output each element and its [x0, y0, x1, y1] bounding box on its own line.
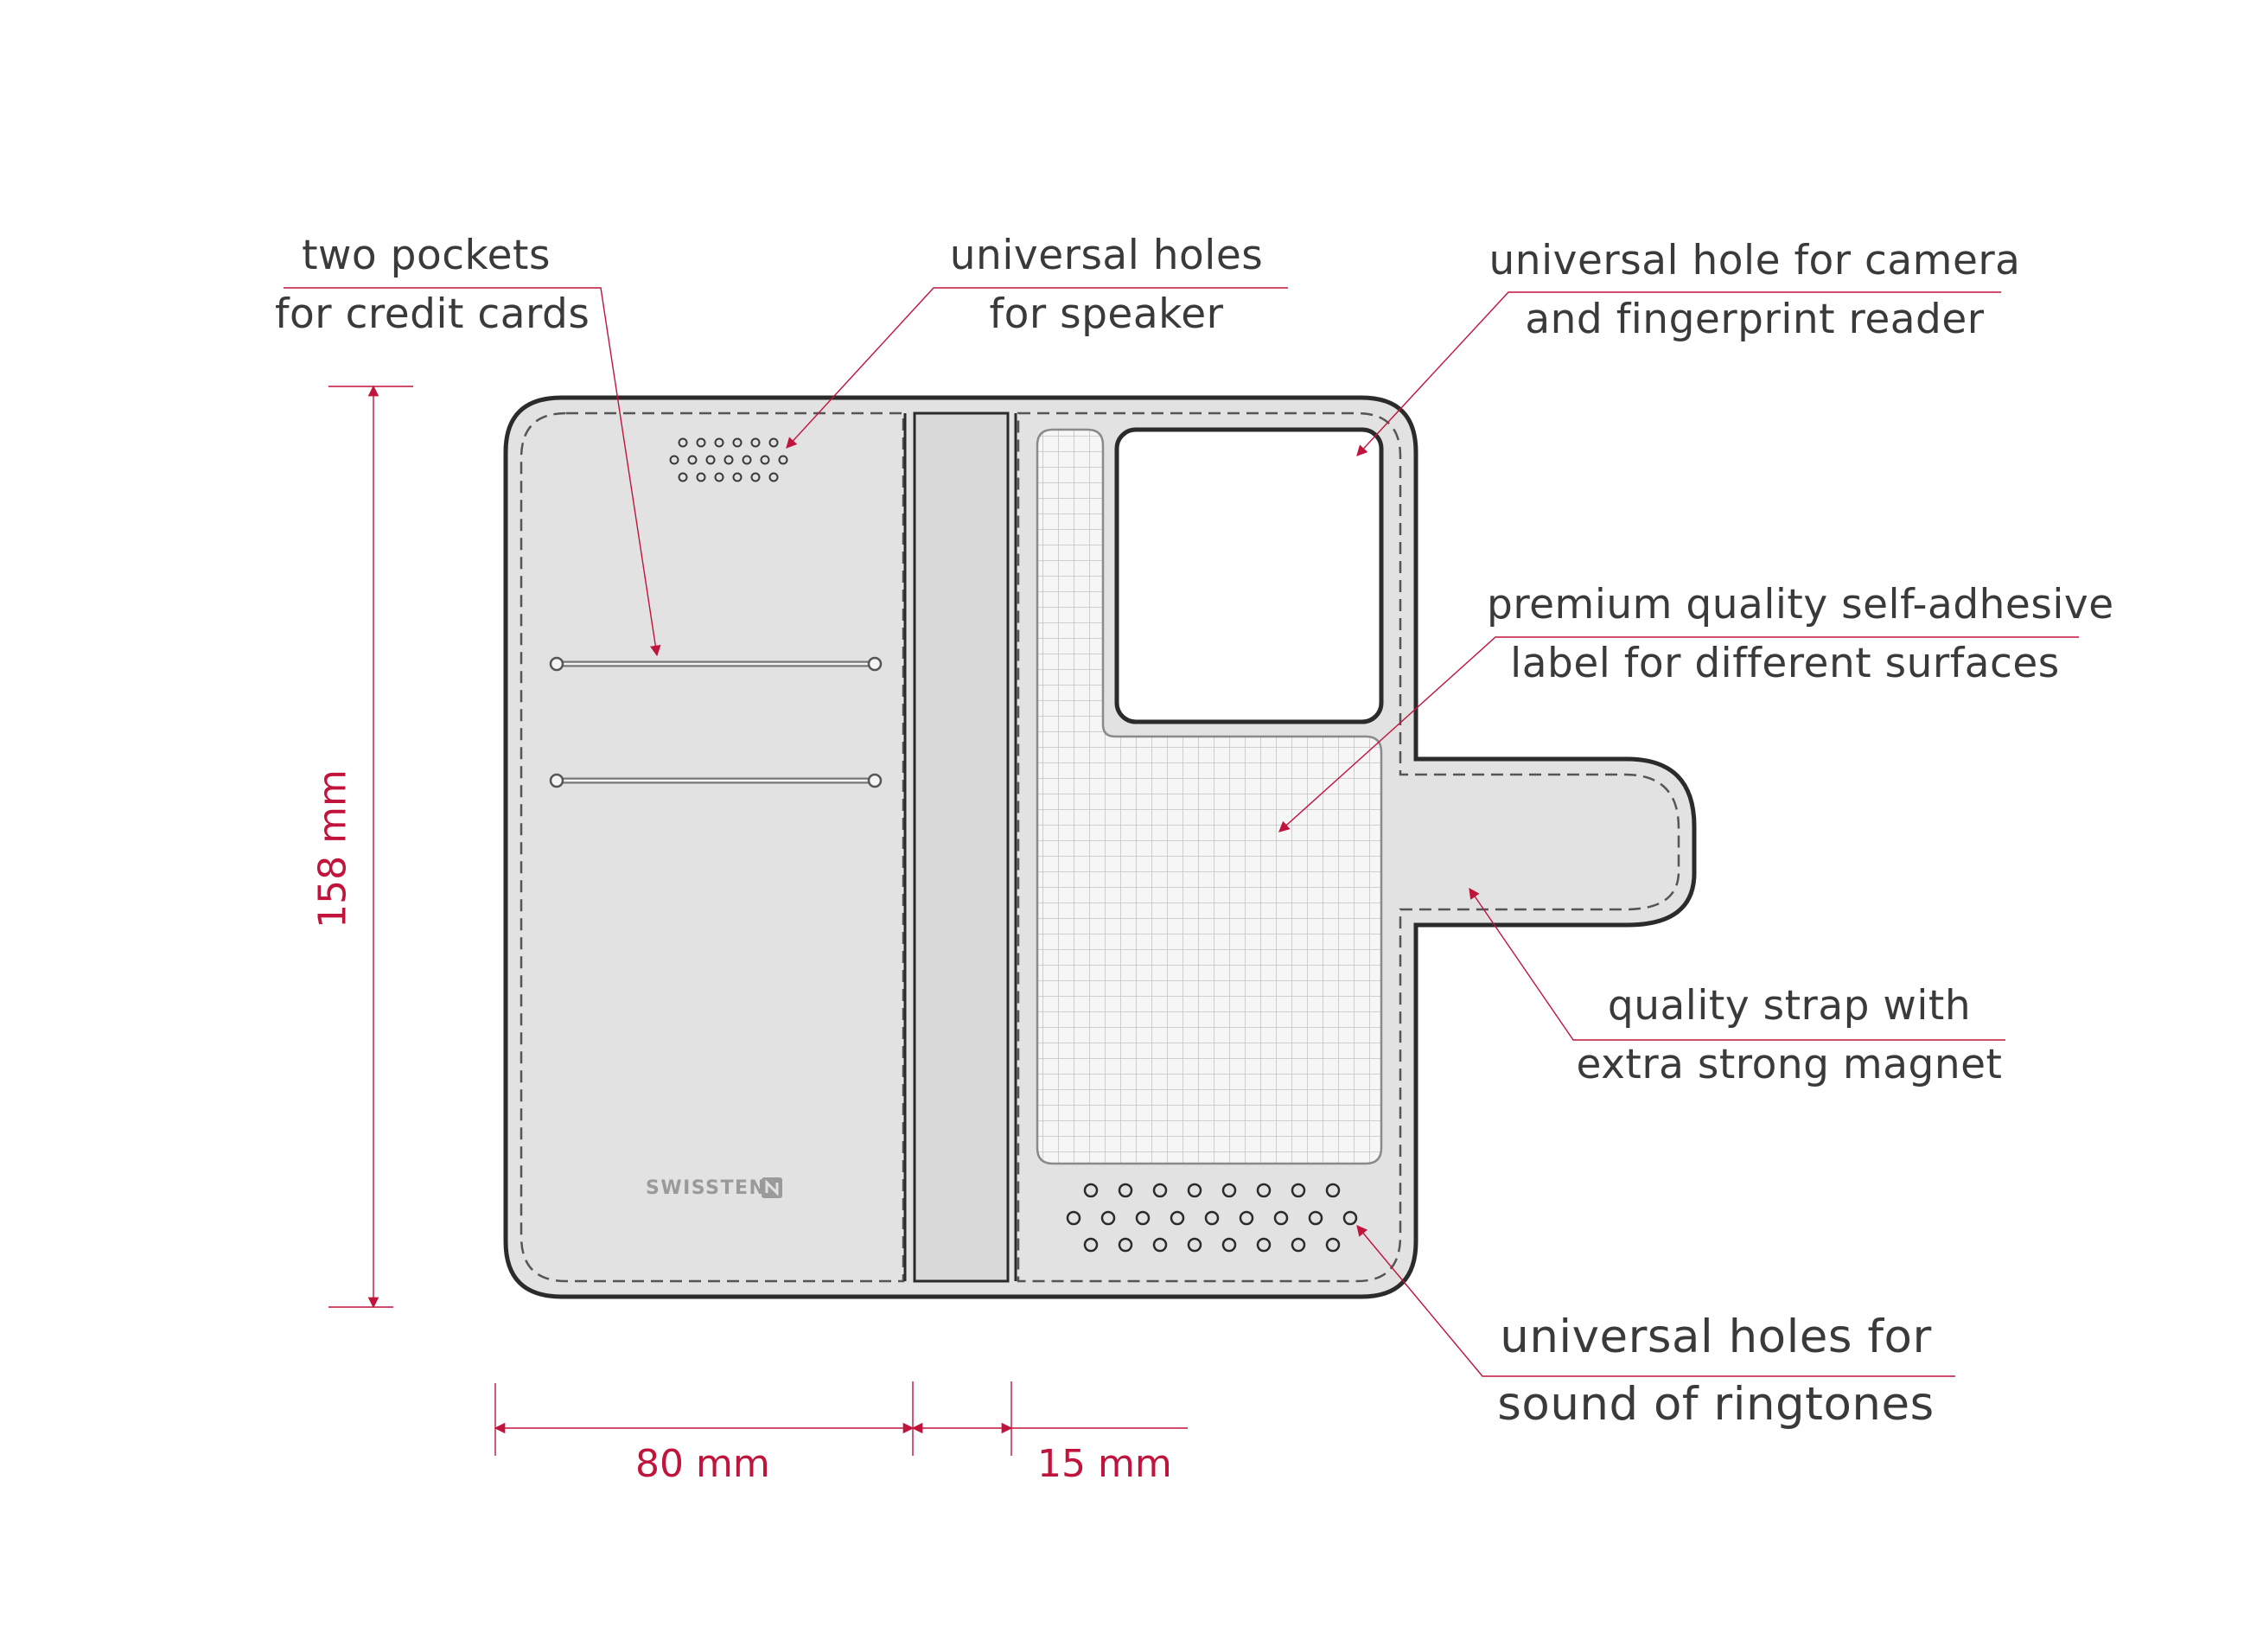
dimension-lines	[328, 385, 1188, 1456]
card-pocket-1	[549, 656, 883, 672]
right-panel-stitching	[1017, 411, 1680, 1283]
dimension-left-width: 80 mm	[635, 1442, 770, 1486]
label-adhesive: premium quality self-adhesive label for …	[1487, 581, 2114, 687]
svg-text:SWISSTEN: SWISSTEN	[646, 1177, 766, 1199]
card-pocket-2	[549, 773, 883, 788]
left-panel-stitching	[520, 411, 905, 1283]
dimension-spine-width: 15 mm	[1037, 1442, 1172, 1486]
spine	[913, 411, 1010, 1283]
speaker-holes	[669, 437, 788, 482]
label-magnet-strap: quality strap with extra strong magnet	[1576, 982, 2003, 1088]
label-speaker-holes: universal holes for speaker	[949, 232, 1264, 338]
label-credit-card-pockets: two pockets for credit cards	[275, 232, 590, 338]
leader-lines	[284, 287, 2079, 1377]
adhesive-label	[1036, 428, 1383, 1165]
brand-logo: SWISSTEN	[646, 1177, 782, 1199]
dimension-height: 158 mm	[310, 769, 355, 928]
label-ringtone-holes: universal holes for sound of ringtones	[1497, 1311, 1935, 1431]
camera-hole	[1114, 427, 1384, 724]
ringtone-holes	[1066, 1183, 1358, 1253]
label-camera-hole: universal hole for camera and fingerprin…	[1488, 237, 2021, 343]
